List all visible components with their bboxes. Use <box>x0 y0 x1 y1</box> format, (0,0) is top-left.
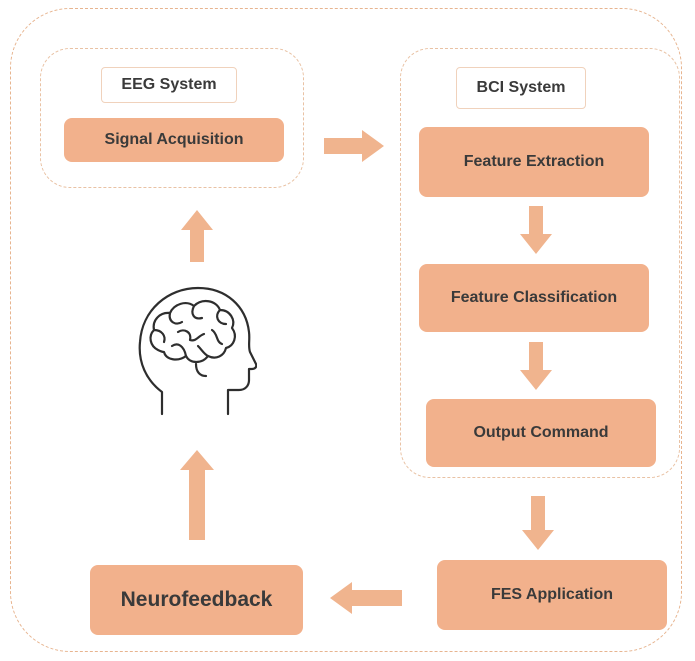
arrow-right-eeg-to-bci <box>324 130 384 162</box>
arrow-left-fes-to-neurofeedback <box>330 582 402 614</box>
arrow-down-extraction-to-classification <box>520 206 552 254</box>
fes-application-box: FES Application <box>437 560 667 630</box>
eeg-system-label: EEG System <box>101 67 237 103</box>
feature-classification-box: Feature Classification <box>419 264 649 332</box>
signal-acquisition-box: Signal Acquisition <box>64 118 284 162</box>
feature-extraction-box: Feature Extraction <box>419 127 649 197</box>
arrow-up-head-to-eeg <box>181 210 213 262</box>
output-command-box: Output Command <box>426 399 656 467</box>
bci-system-label: BCI System <box>456 67 586 109</box>
arrow-up-neurofeedback-to-head <box>180 450 214 540</box>
neurofeedback-box: Neurofeedback <box>90 565 303 635</box>
arrow-down-output-to-fes <box>522 496 554 550</box>
brain-head-icon <box>138 286 257 416</box>
outer-frame <box>10 8 682 652</box>
eeg-system-group <box>40 48 304 188</box>
arrow-down-classification-to-output <box>520 342 552 390</box>
bci-system-group <box>400 48 680 478</box>
